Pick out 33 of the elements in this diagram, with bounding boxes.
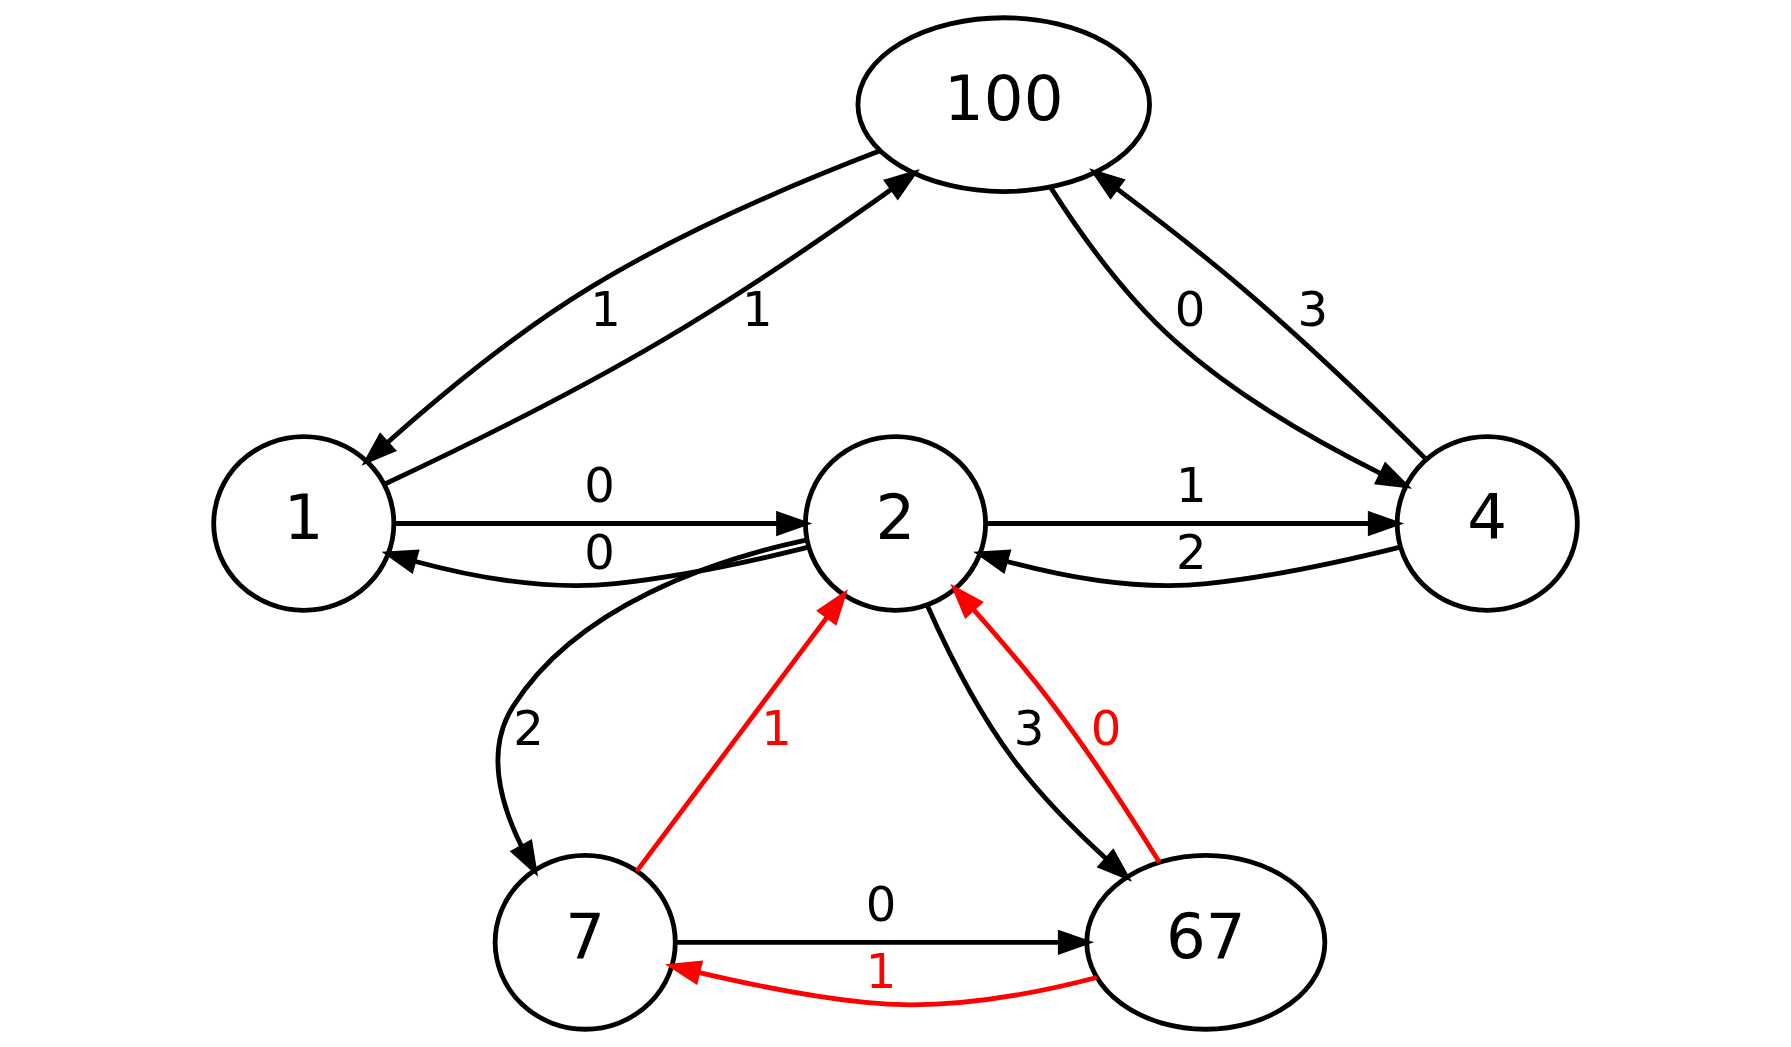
edge-label: 1 bbox=[741, 281, 773, 338]
arrow bbox=[1089, 168, 1428, 461]
edge-label: 3 bbox=[1013, 699, 1045, 756]
node-circle: 4 bbox=[1394, 434, 1580, 613]
arrow bbox=[394, 510, 813, 537]
edge-label: 0 bbox=[1090, 699, 1122, 756]
arrow bbox=[973, 544, 1401, 588]
edge-label: 0 bbox=[584, 456, 615, 513]
node-circle: 2 bbox=[803, 434, 988, 613]
edge-label: 1 bbox=[761, 699, 792, 756]
arrow bbox=[986, 510, 1404, 537]
arrow bbox=[634, 589, 848, 873]
edge-label: 0 bbox=[1174, 281, 1206, 338]
arrow bbox=[381, 544, 810, 588]
node-circle: 7 bbox=[492, 853, 678, 1032]
node-ellipse: 100 bbox=[855, 15, 1152, 194]
edge-label: 0 bbox=[865, 875, 897, 932]
arrow bbox=[1048, 185, 1412, 489]
arrow bbox=[675, 929, 1094, 955]
edge-label: 2 bbox=[513, 699, 544, 756]
edge-label: 2 bbox=[1176, 524, 1207, 581]
arrow bbox=[925, 604, 1133, 882]
edge-label: 0 bbox=[584, 524, 615, 581]
edge-label: 1 bbox=[1176, 456, 1207, 513]
edge-label: 1 bbox=[865, 943, 897, 1000]
arrow bbox=[665, 960, 1098, 1008]
arrow bbox=[361, 148, 881, 466]
arrow bbox=[950, 583, 1162, 864]
arrow bbox=[495, 537, 808, 877]
edge-label: 1 bbox=[590, 281, 621, 338]
arrow bbox=[383, 169, 920, 487]
edge-label: 3 bbox=[1297, 281, 1329, 338]
node-ellipse: 67 bbox=[1084, 853, 1328, 1032]
